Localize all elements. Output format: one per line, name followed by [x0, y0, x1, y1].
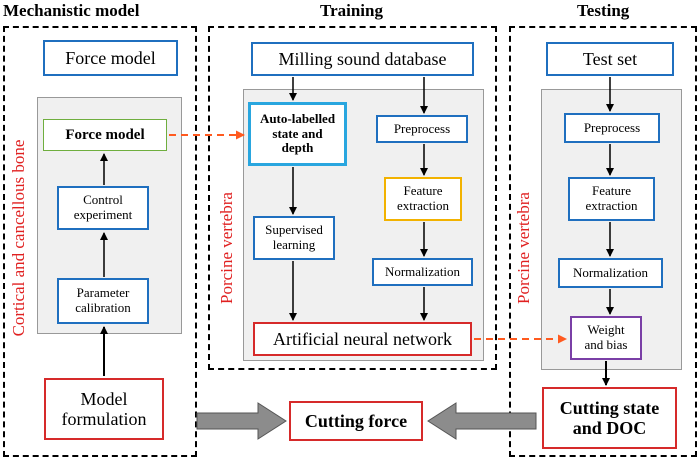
parameter-calibration-box: Parameter calibration — [57, 278, 149, 324]
mechanistic-frame — [3, 26, 197, 457]
training-feature-extraction-box: Feature extraction — [384, 177, 462, 221]
artificial-neural-network-box: Artificial neural network — [253, 322, 472, 356]
training-normalization-box: Normalization — [372, 258, 473, 286]
testing-frame — [509, 26, 697, 457]
block-arrow-cutting-state-to-cutting-force — [427, 402, 537, 440]
heading-training: Training — [320, 1, 383, 20]
testing-feature-extraction-box: Feature extraction — [568, 177, 655, 221]
testing-preprocess-box: Preprocess — [564, 113, 660, 143]
force-model-box: Force model — [43, 119, 167, 151]
control-experiment-box: Control experiment — [57, 186, 149, 230]
heading-testing: Testing — [577, 1, 630, 20]
cutting-state-and-doc-box: Cutting state and DOC — [542, 387, 677, 449]
milling-sound-database-box: Milling sound database — [251, 42, 474, 76]
supervised-learning-box: Supervised learning — [253, 216, 335, 260]
force-model-header-box: Force model — [43, 40, 178, 76]
heading-mechanistic-model: Mechanistic model — [3, 1, 140, 20]
test-set-box: Test set — [546, 42, 674, 76]
model-formulation-box: Model formulation — [44, 378, 164, 440]
block-arrow-formulation-to-cutting-force — [196, 402, 287, 440]
auto-labelled-box: Auto-labelled state and depth — [248, 102, 347, 166]
testing-normalization-box: Normalization — [558, 258, 663, 288]
training-frame — [208, 26, 497, 370]
weight-and-bias-box: Weight and bias — [570, 316, 642, 360]
cutting-force-box: Cutting force — [289, 401, 423, 441]
training-preprocess-box: Preprocess — [376, 115, 468, 143]
